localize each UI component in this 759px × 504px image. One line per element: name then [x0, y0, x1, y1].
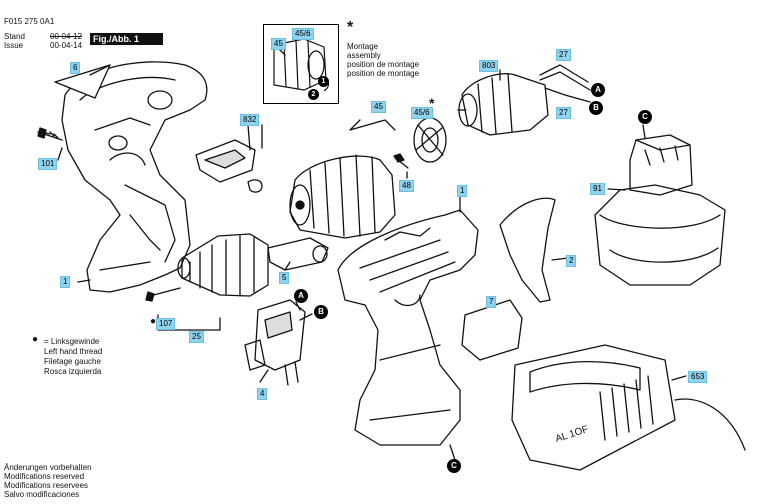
switch-4	[244, 299, 306, 386]
battery-pack-91	[594, 134, 726, 286]
stand-label: Stand	[4, 32, 25, 41]
montage-line-2: assembly	[347, 51, 381, 60]
lh-line-2: Left hand thread	[44, 347, 103, 356]
clutch-disk	[413, 117, 447, 163]
housing-half-right	[337, 209, 479, 446]
part-label-45: 45	[371, 101, 386, 113]
callout-step-2: 2	[308, 89, 319, 100]
part-label-2: 2	[566, 255, 577, 267]
part-label-45-6-inset: 45/6	[292, 28, 314, 40]
part-label-45-6: 45/6	[411, 107, 433, 119]
footer-line-1: Änderungen vorbehalten	[4, 463, 92, 472]
part-832	[195, 139, 263, 193]
part-label-45-inset: 45	[271, 38, 286, 50]
part-label-101: 101	[38, 158, 58, 170]
callout-b-switch: B	[314, 305, 328, 319]
figure-tag: Fig./Abb. 1	[90, 33, 163, 45]
callout-a-switch: A	[294, 289, 308, 303]
issue-date: 00-04-14	[50, 41, 83, 50]
part-label-653: 653	[688, 371, 708, 383]
star-45-6: *	[429, 95, 435, 111]
footer-line-4: Salvo modificaciones	[4, 490, 80, 499]
montage-line-4: position de montage	[347, 69, 420, 78]
part-label-6: 6	[70, 62, 81, 74]
motor-803	[457, 73, 549, 136]
bullet-icon: ●	[32, 334, 39, 345]
part-label-107: 107	[156, 318, 176, 330]
part-label-7: 7	[486, 296, 497, 308]
part-label-27-top: 27	[556, 49, 571, 61]
stand-date: 00-04-12	[50, 32, 83, 41]
gearbox-45	[289, 154, 396, 239]
housing-half-left	[61, 61, 208, 293]
part-label-27-bottom: 27	[556, 107, 571, 119]
screw-101	[37, 127, 63, 141]
montage-line-1: Montage	[347, 42, 379, 51]
part-label-91: 91	[590, 183, 605, 195]
issue-label: Issue	[4, 41, 24, 50]
callout-b-wire: B	[589, 101, 603, 115]
part-label-25: 25	[189, 331, 204, 343]
callout-c-handle: C	[447, 459, 461, 473]
part-label-48: 48	[399, 180, 414, 192]
part-label-5: 5	[279, 272, 290, 284]
part-label-4: 4	[257, 388, 268, 400]
part-label-1-right: 1	[457, 185, 468, 197]
lh-line-4: Rosca izquierda	[44, 367, 102, 376]
part-label-832: 832	[240, 114, 260, 126]
doc-code: F015 275 0A1	[4, 17, 55, 26]
callout-c-battery: C	[638, 110, 652, 124]
charger-653	[511, 344, 746, 471]
footer-line-2: Modifications reserved	[4, 472, 85, 481]
lh-line-1: = Linksgewinde	[44, 337, 100, 346]
part-label-803: 803	[479, 60, 499, 72]
montage-star: *	[347, 19, 354, 36]
callout-step-1: 1	[318, 76, 329, 87]
bullet-icon-107: ●	[150, 316, 157, 327]
lh-line-3: Filetage gauche	[44, 357, 101, 366]
callout-a-wire: A	[591, 83, 605, 97]
footer-line-3: Modifications reservees	[4, 481, 89, 490]
montage-line-3: position de montage	[347, 60, 420, 69]
drill-chuck	[177, 233, 269, 297]
part-label-1-left: 1	[60, 276, 71, 288]
